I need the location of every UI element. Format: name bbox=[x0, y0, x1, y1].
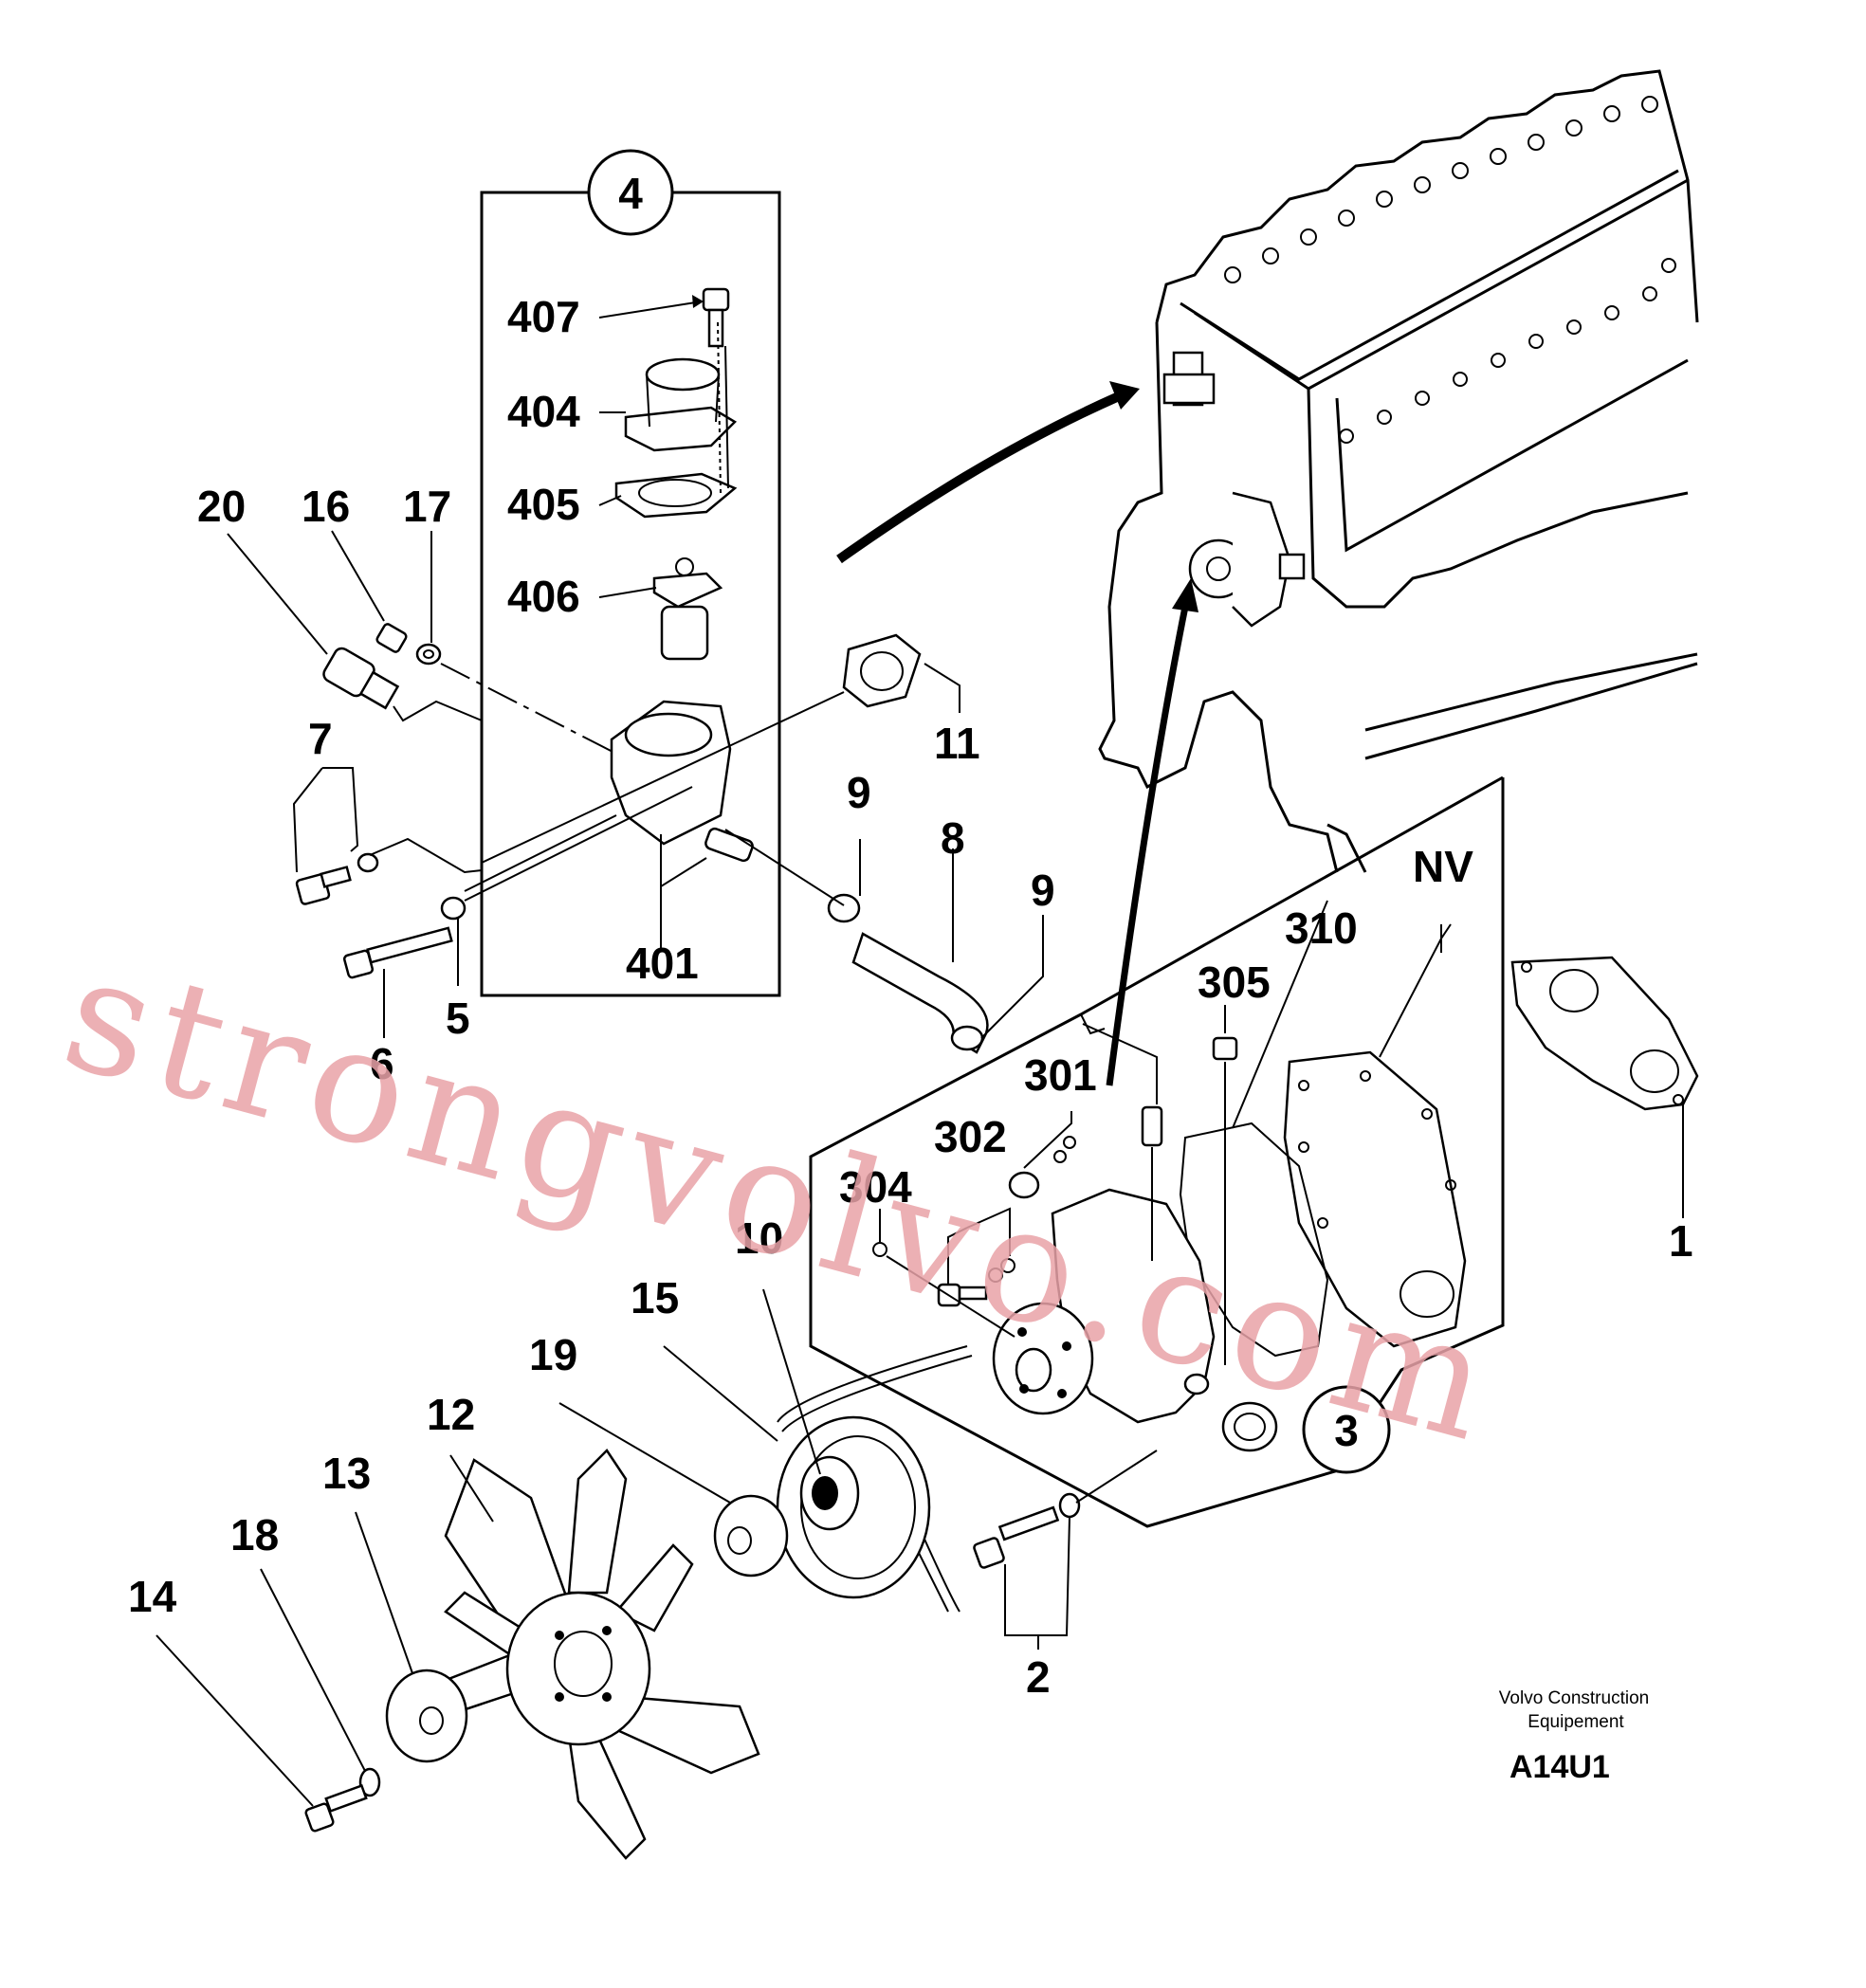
arrow-head-thermostat bbox=[1109, 381, 1140, 410]
callout-14: 14 bbox=[128, 1572, 177, 1621]
group-4-thermostat bbox=[480, 149, 781, 997]
callout-6: 6 bbox=[370, 1039, 394, 1088]
callout-17: 17 bbox=[403, 482, 451, 531]
callout-labels: 4 407 404 405 406 401 20 16 17 7 6 5 11 … bbox=[128, 169, 1693, 1702]
callout-8: 8 bbox=[941, 813, 965, 863]
callout-19: 19 bbox=[529, 1330, 577, 1379]
callout-12: 12 bbox=[427, 1390, 475, 1439]
caption: Volvo Construction Equipement A14U1 bbox=[1499, 1688, 1649, 1785]
callout-1: 1 bbox=[1669, 1216, 1693, 1266]
callout-9-lower: 9 bbox=[1031, 866, 1055, 915]
diagram-code: A14U1 bbox=[1509, 1749, 1610, 1785]
callout-404: 404 bbox=[507, 387, 580, 436]
callout-407: 407 bbox=[507, 292, 580, 341]
callout-310: 310 bbox=[1285, 903, 1358, 953]
callout-406: 406 bbox=[507, 572, 580, 621]
callout-18: 18 bbox=[230, 1510, 279, 1559]
callout-2: 2 bbox=[1026, 1652, 1051, 1702]
hose-parts bbox=[724, 633, 1044, 1054]
engine-block bbox=[1098, 69, 1699, 873]
callout-301: 301 bbox=[1024, 1050, 1097, 1100]
callout-304: 304 bbox=[839, 1162, 912, 1212]
callout-5: 5 bbox=[446, 994, 470, 1043]
callout-11: 11 bbox=[934, 719, 980, 768]
callout-9-upper: 9 bbox=[847, 768, 871, 817]
arrow-head-pump bbox=[1172, 578, 1198, 612]
arrow-to-pump bbox=[1106, 606, 1189, 1086]
callout-nv: NV bbox=[1413, 842, 1473, 891]
gasket-1 bbox=[1510, 956, 1699, 1218]
callout-401: 401 bbox=[626, 939, 699, 988]
callout-10: 10 bbox=[735, 1213, 783, 1263]
fan-assembly bbox=[156, 1288, 973, 1860]
callout-405: 405 bbox=[507, 480, 580, 529]
callout-7: 7 bbox=[308, 714, 333, 763]
callout-15: 15 bbox=[631, 1273, 679, 1322]
callout-16: 16 bbox=[302, 482, 350, 531]
arrow-to-thermostat bbox=[836, 392, 1122, 564]
caption-line-2: Equipement bbox=[1528, 1712, 1624, 1732]
group-3-water-pump bbox=[809, 775, 1505, 1650]
callout-20: 20 bbox=[197, 482, 246, 531]
callout-13: 13 bbox=[322, 1449, 371, 1498]
caption-line-1: Volvo Construction bbox=[1499, 1688, 1649, 1708]
callout-302: 302 bbox=[934, 1112, 1007, 1161]
sensor-parts bbox=[227, 530, 845, 1038]
callout-305: 305 bbox=[1198, 958, 1271, 1007]
callout-3: 3 bbox=[1334, 1406, 1359, 1455]
callout-4: 4 bbox=[618, 169, 643, 218]
